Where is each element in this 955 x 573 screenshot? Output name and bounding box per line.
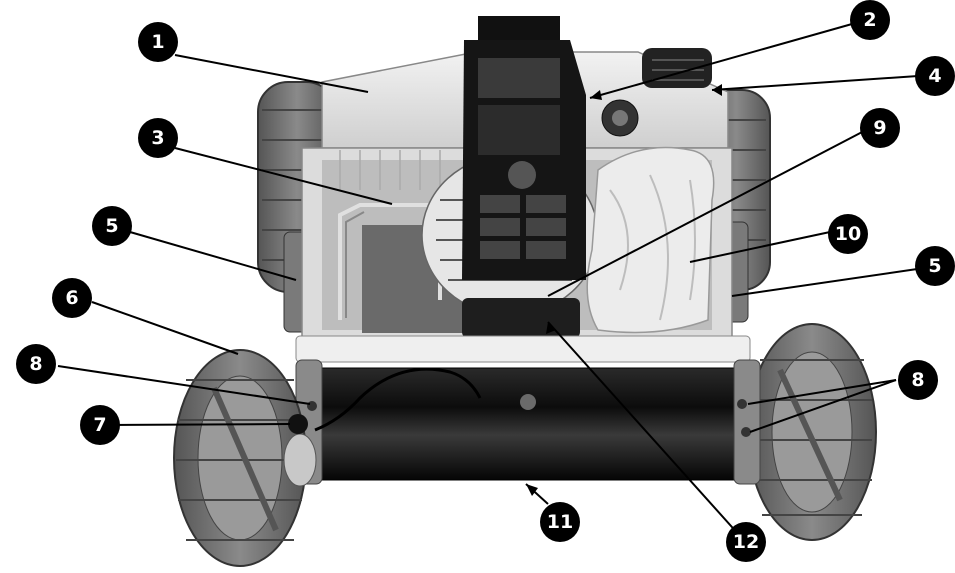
callout-4: 4 bbox=[915, 56, 955, 96]
roller-brush bbox=[295, 359, 761, 485]
callout-8-right: 8 bbox=[898, 360, 938, 400]
pump-tower bbox=[462, 16, 586, 280]
leader-lines bbox=[57, 23, 925, 537]
callout-5-right: 5 bbox=[915, 246, 955, 286]
callout-10-label: 10 bbox=[835, 223, 861, 245]
callout-11-label: 11 bbox=[547, 511, 573, 533]
callout-12-label: 12 bbox=[733, 531, 759, 553]
front-bumper bbox=[295, 335, 751, 363]
callout-4-label: 4 bbox=[928, 65, 941, 87]
callout-5-left-label: 5 bbox=[105, 215, 118, 237]
handle bbox=[642, 48, 712, 88]
callout-2-label: 2 bbox=[863, 9, 876, 31]
callout-9-label: 9 bbox=[873, 117, 886, 139]
callout-11: 11 bbox=[540, 502, 580, 542]
leader-arrowheads bbox=[526, 84, 722, 496]
callout-8-left: 8 bbox=[16, 344, 56, 384]
callout-3-label: 3 bbox=[151, 127, 164, 149]
callout-12: 12 bbox=[726, 522, 766, 562]
callout-10: 10 bbox=[828, 214, 868, 254]
callout-7-label: 7 bbox=[93, 414, 106, 436]
filter-bag bbox=[586, 146, 715, 334]
callout-6: 6 bbox=[52, 278, 92, 318]
callout-3: 3 bbox=[138, 118, 178, 158]
screw-right-bottom bbox=[741, 427, 751, 437]
callout-5-right-label: 5 bbox=[928, 255, 941, 277]
front-right-wheel bbox=[747, 323, 877, 541]
callout-2: 2 bbox=[850, 0, 890, 40]
axle-nut bbox=[288, 414, 308, 434]
power-cable bbox=[314, 367, 482, 432]
callout-1-label: 1 bbox=[151, 31, 164, 53]
callout-8-right-label: 8 bbox=[911, 369, 924, 391]
callout-6-label: 6 bbox=[65, 287, 78, 309]
callout-7: 7 bbox=[80, 405, 120, 445]
callout-1: 1 bbox=[138, 22, 178, 62]
callout-8-left-label: 8 bbox=[29, 353, 42, 375]
callout-9: 9 bbox=[860, 108, 900, 148]
screw-left bbox=[307, 401, 317, 411]
callout-5-left: 5 bbox=[92, 206, 132, 246]
front-left-wheel bbox=[173, 349, 317, 567]
screw-right-top bbox=[737, 399, 747, 409]
